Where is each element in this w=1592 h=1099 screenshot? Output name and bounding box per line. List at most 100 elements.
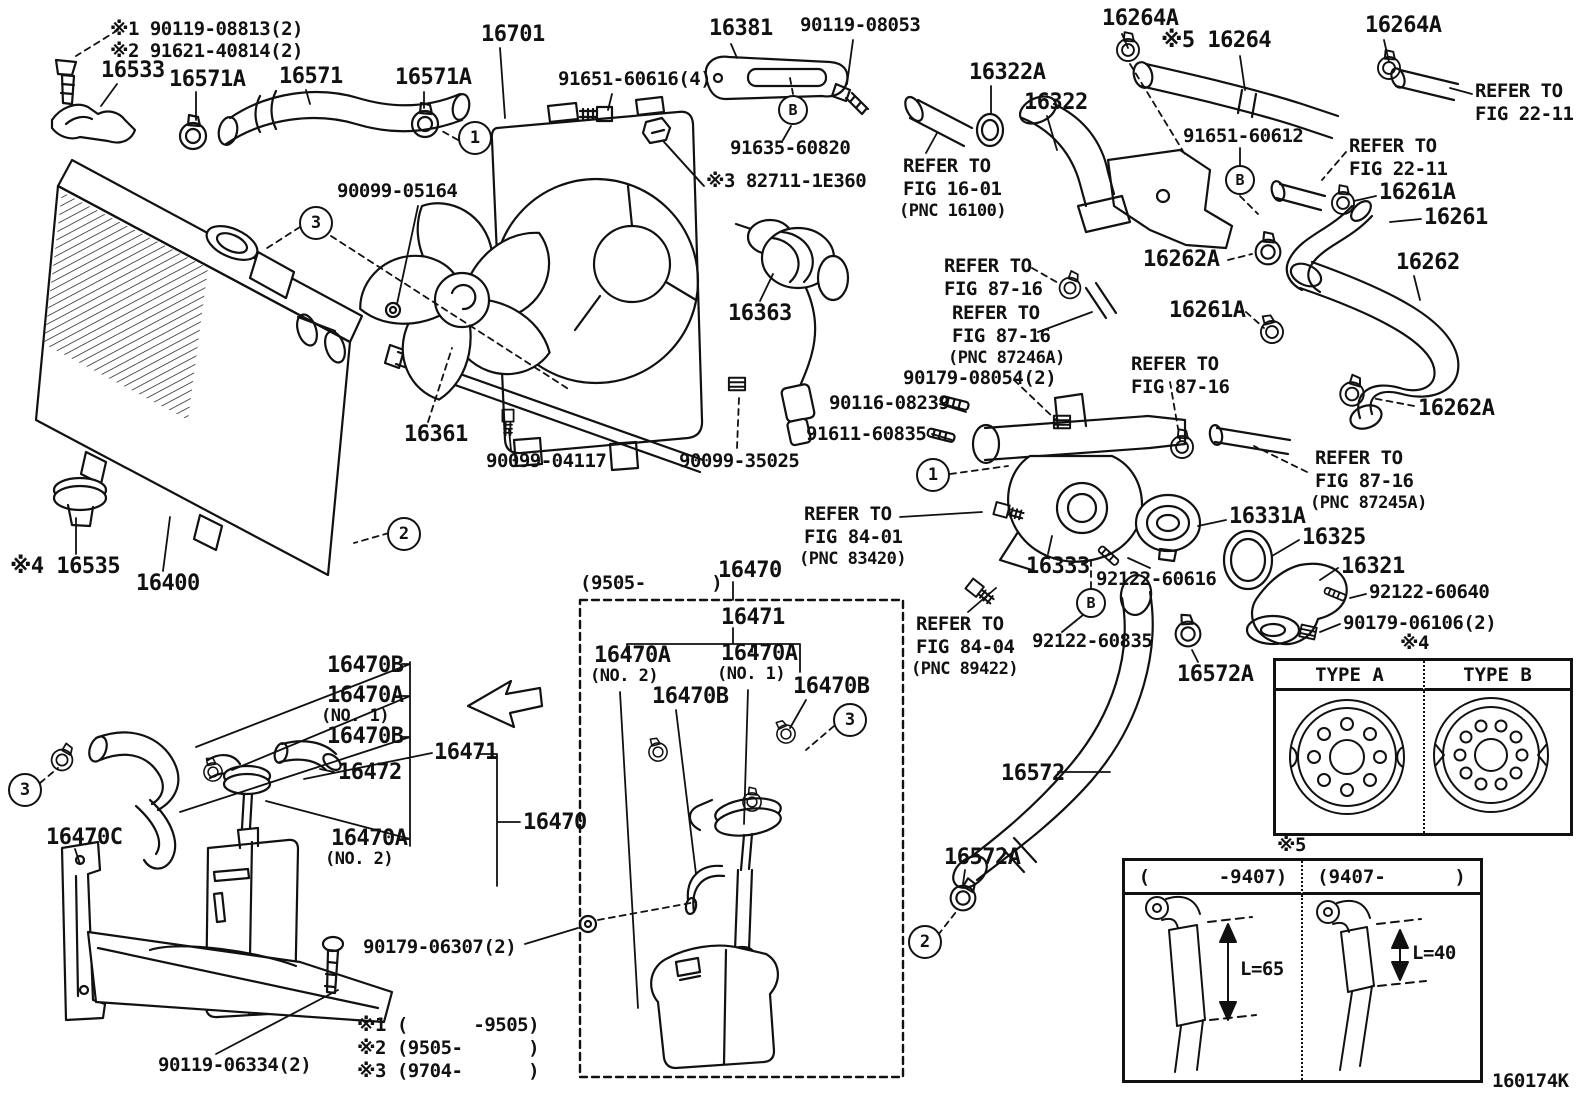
part-label: 16261A [1379, 180, 1456, 205]
part-label: 16572 [1001, 761, 1065, 786]
part-label: ※1 ( -9505) [357, 1014, 540, 1036]
part-label: 90099-05164 [337, 180, 458, 202]
part-label: REFER TO [944, 255, 1032, 277]
callout-B: B [778, 95, 808, 125]
part-label: 16321 [1341, 554, 1405, 579]
type-table-note: ※4 [1400, 632, 1429, 654]
part-label: 16470A [327, 683, 404, 708]
part-label: (PNC 89422) [911, 659, 1019, 679]
fan-art [355, 202, 565, 406]
part-label: FIG 87-16 [1315, 470, 1414, 492]
part-label: ※5 16264 [1161, 28, 1272, 53]
hose-length-table: ( -9407) (9407- ) [1122, 858, 1483, 1083]
part-label: 16470 [523, 810, 587, 835]
part-label: 16470A [331, 826, 408, 851]
thermostat-outlet-art [1134, 493, 1348, 649]
part-label: 91651-60612 [1183, 125, 1304, 147]
part-label: (9505- ) [580, 572, 723, 594]
part-label: ※2 91621-40814(2) [110, 40, 304, 62]
type-b-cell [1423, 691, 1570, 833]
part-label: 16572A [1177, 662, 1254, 687]
part-label: ※1 90119-08813(2) [110, 18, 304, 40]
part-label: 16471 [721, 605, 785, 630]
inset-box-art [578, 598, 905, 1079]
callout-3: 3 [299, 206, 333, 240]
fan-shroud-art [383, 95, 705, 474]
reservoir-art [47, 731, 394, 1024]
part-label: 160174K [1492, 1070, 1569, 1092]
fan-motor-art [734, 218, 850, 447]
top-right-art [904, 31, 1460, 430]
part-label: (NO. 1) [321, 706, 390, 726]
part-label: REFER TO [1475, 80, 1563, 102]
part-label: FIG 84-01 [804, 526, 903, 548]
callout-2: 2 [908, 925, 942, 959]
part-label: FIG 87-16 [1131, 376, 1230, 398]
part-label: 16262A [1418, 396, 1495, 421]
part-label: 90179-06307(2) [363, 936, 517, 958]
part-label: 16363 [728, 301, 792, 326]
part-label: 16264A [1365, 13, 1442, 38]
part-label: FIG 87-16 [944, 278, 1043, 300]
length-a-header: ( -9407) [1125, 861, 1301, 895]
top-left-art [50, 58, 747, 437]
callout-1: 1 [916, 458, 950, 492]
callout-2: 2 [387, 517, 421, 551]
part-label: 90116-08239 [829, 392, 950, 414]
part-label: ※3 82711-1E360 [706, 170, 867, 192]
part-label: 16361 [404, 422, 468, 447]
part-label: 16533 [101, 58, 165, 83]
part-label: 16572A [944, 845, 1021, 870]
part-label: REFER TO [1349, 135, 1437, 157]
length-table-note: ※5 [1277, 834, 1306, 856]
part-label: 16264A [1102, 6, 1179, 31]
part-label: REFER TO [1315, 447, 1403, 469]
part-label: (PNC 83420) [799, 549, 907, 569]
part-label: 16325 [1302, 525, 1366, 550]
part-label: REFER TO [1131, 353, 1219, 375]
callout-B: B [1225, 165, 1255, 195]
part-label: 16331A [1229, 504, 1306, 529]
part-label: FIG 87-16 [952, 325, 1051, 347]
part-label: 16261A [1169, 298, 1246, 323]
part-label: 16262 [1396, 250, 1460, 275]
type-b-header: TYPE B [1423, 661, 1570, 691]
type-a-cell [1276, 691, 1423, 833]
part-label: 16470B [327, 653, 404, 678]
part-label: 90099-04117 [486, 450, 607, 472]
part-label: 16470B [652, 684, 729, 709]
part-label: 16470C [46, 825, 123, 850]
part-label: 16400 [136, 571, 200, 596]
part-label: (PNC 87245A) [1310, 493, 1427, 513]
water-inlet-housing-art [925, 268, 1292, 608]
part-label: 16261 [1424, 205, 1488, 230]
part-label: 16470B [327, 724, 404, 749]
part-label: REFER TO [903, 155, 991, 177]
part-label: (NO. 2) [590, 666, 659, 686]
length-b-header: (9407- ) [1301, 861, 1480, 895]
radiator-art [34, 158, 364, 577]
part-label: 16470A [721, 641, 798, 666]
part-label: 16470B [793, 674, 870, 699]
part-label: 16322 [1024, 90, 1088, 115]
part-label: REFER TO [804, 503, 892, 525]
part-label: 92122-60616 [1096, 568, 1217, 590]
part-label: 92122-60835 [1032, 630, 1153, 652]
part-label: 90119-06334(2) [158, 1054, 312, 1076]
part-label: 16381 [709, 16, 773, 41]
part-label: 16333 [1026, 554, 1090, 579]
part-label: 16701 [481, 22, 545, 47]
part-label: FIG 16-01 [903, 178, 1002, 200]
part-label: 91635-60820 [730, 137, 851, 159]
part-label: (NO. 2) [325, 849, 394, 869]
bracket-art [704, 55, 870, 116]
part-label: 16571A [395, 65, 472, 90]
part-label: (PNC 16100) [899, 201, 1007, 221]
part-label: FIG 22-11 [1349, 158, 1448, 180]
part-label: 16470 [718, 558, 782, 583]
type-comparison-table: TYPE A TYPE B [1273, 658, 1573, 836]
part-label: 92122-60640 [1369, 581, 1490, 603]
part-label: 90119-08053 [800, 14, 921, 36]
type-a-header: TYPE A [1276, 661, 1423, 691]
